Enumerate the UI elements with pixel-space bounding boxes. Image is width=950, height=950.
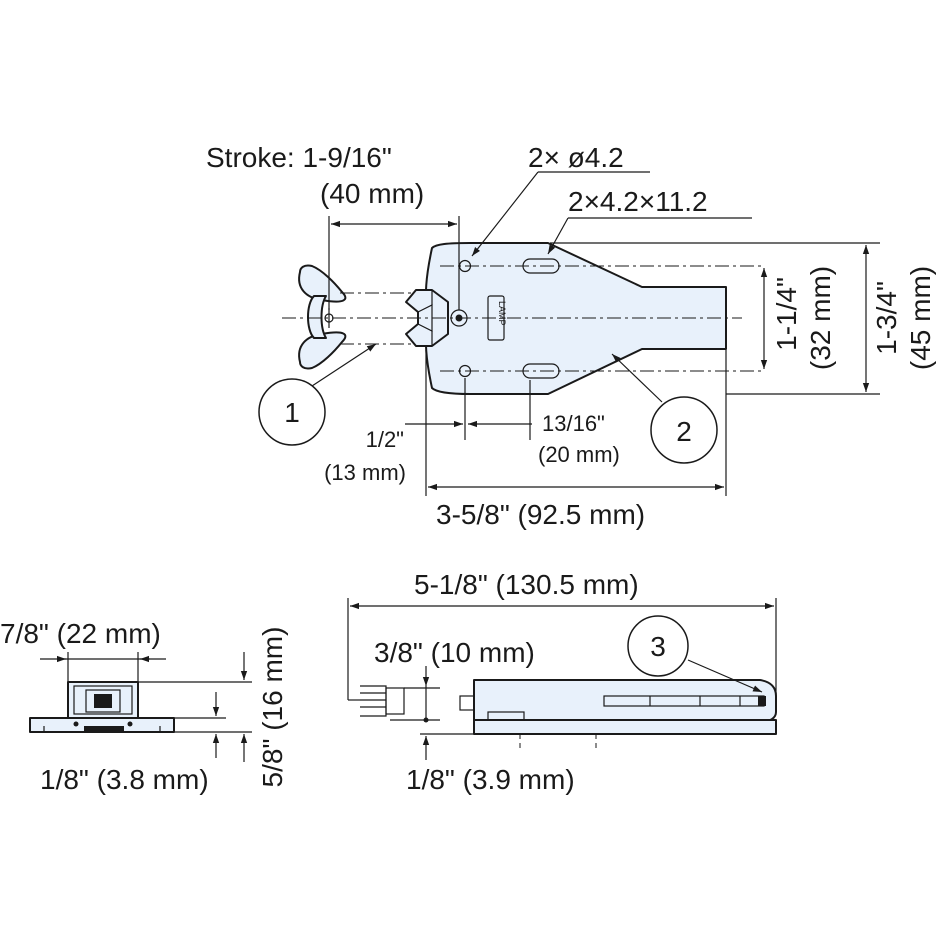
height-small-in: 1-1/4" (771, 277, 802, 351)
plate-left-label: 1/8" (3.8 mm) (40, 764, 209, 795)
callout-2-number: 2 (676, 416, 692, 447)
height-label: 5/8" (16 mm) (257, 627, 288, 788)
holes-spec: 2× ø4.2 (528, 142, 624, 173)
callout-1 (258, 378, 326, 446)
catch-offset-label: 3/8" (10 mm) (374, 637, 535, 668)
stroke-mm: (40 mm) (320, 178, 424, 209)
end-view: 7/8" (22 mm) 1/8" (3.8 mm) 5/8" (16 mm) (0, 618, 288, 795)
callout-3 (627, 615, 689, 677)
callout-3-number: 3 (650, 631, 666, 662)
plate-right-label: 1/8" (3.9 mm) (406, 764, 575, 795)
slots-spec: 2×4.2×11.2 (568, 186, 708, 217)
height-big-in: 1-3/4" (871, 281, 902, 355)
pitch-in: 13/16" (542, 411, 605, 436)
total-length-label: 5-1/8" (130.5 mm) (414, 569, 639, 600)
height-small-mm: (32 mm) (805, 266, 836, 370)
pitch-mm: (20 mm) (538, 442, 620, 467)
base-length: 3-5/8" (92.5 mm) (436, 499, 645, 530)
side-view: 3 5-1/8" (130.5 mm) 3/8" (10 mm) 1/8" (3… (347, 569, 777, 795)
offset-mm: (13 mm) (324, 460, 406, 485)
width-label: 7/8" (22 mm) (0, 618, 161, 649)
height-big-mm: (45 mm) (905, 266, 936, 370)
callout-2 (650, 396, 718, 464)
logo-text: LAMP (497, 301, 507, 326)
catch-part (298, 264, 347, 370)
stroke-title: Stroke: 1-9/16" (206, 142, 392, 173)
callout-1-number: 1 (284, 397, 300, 428)
offset-in: 1/2" (366, 427, 404, 452)
top-view: LAMP 1 (206, 142, 936, 530)
